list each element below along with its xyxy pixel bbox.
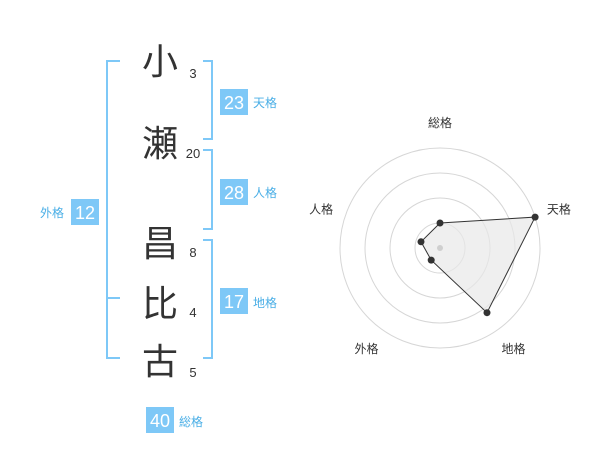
radar-axis-label-4: 外格: [354, 341, 378, 356]
radar-point-4: [427, 256, 435, 264]
radar-area: [420, 216, 536, 314]
radar-point-5: [417, 238, 425, 246]
radar-axis-label-3: 地格: [501, 341, 525, 356]
radar-axis-label-5: 人格: [309, 201, 333, 216]
chikaku-bracket: [203, 239, 213, 359]
given-char-1: 昌: [142, 224, 178, 265]
jinkaku-label: 人格: [253, 185, 277, 200]
given-char-2: 比: [142, 284, 178, 325]
radar-point-2: [531, 213, 539, 221]
gaikaku-bracket: [106, 60, 120, 359]
radar-axis-label-1: 総格: [428, 115, 452, 130]
radar-ring-4: [339, 147, 541, 349]
given-strokes-3: 5: [189, 365, 196, 380]
radar-axis-label-2: 天格: [547, 201, 571, 216]
given-strokes-2: 4: [189, 305, 196, 320]
soukaku-label: 総格: [179, 414, 203, 429]
surname-char-1: 小: [142, 42, 178, 83]
chikaku-box: [220, 288, 248, 314]
given-char-3: 古: [142, 342, 178, 383]
surname-strokes-2: 20: [186, 146, 200, 161]
tenkaku-value: 23: [224, 93, 244, 113]
jinkaku-box: [220, 179, 248, 205]
tenkaku-bracket: [203, 60, 213, 140]
gaikaku-box: [71, 199, 99, 225]
soukaku-value: 40: [150, 411, 170, 431]
tenkaku-label: 天格: [253, 95, 277, 110]
given-strokes-1: 8: [189, 245, 196, 260]
radar-center-dot: [437, 245, 443, 251]
name-column: 小 3 瀬 20 昌 8 比 4 古 5: [142, 42, 200, 383]
radar-point-1: [436, 219, 444, 227]
jinkaku-value: 28: [224, 183, 244, 203]
soukaku-box: [146, 407, 174, 433]
chikaku-label: 地格: [253, 295, 277, 310]
radar-point-3: [483, 309, 491, 317]
gaikaku-value: 12: [75, 203, 95, 223]
surname-strokes-1: 3: [189, 66, 196, 81]
surname-char-2: 瀬: [142, 124, 178, 165]
tenkaku-box: [220, 89, 248, 115]
gaikaku-label: 外格: [40, 205, 64, 220]
chikaku-value: 17: [224, 292, 244, 312]
jinkaku-bracket: [203, 149, 213, 230]
